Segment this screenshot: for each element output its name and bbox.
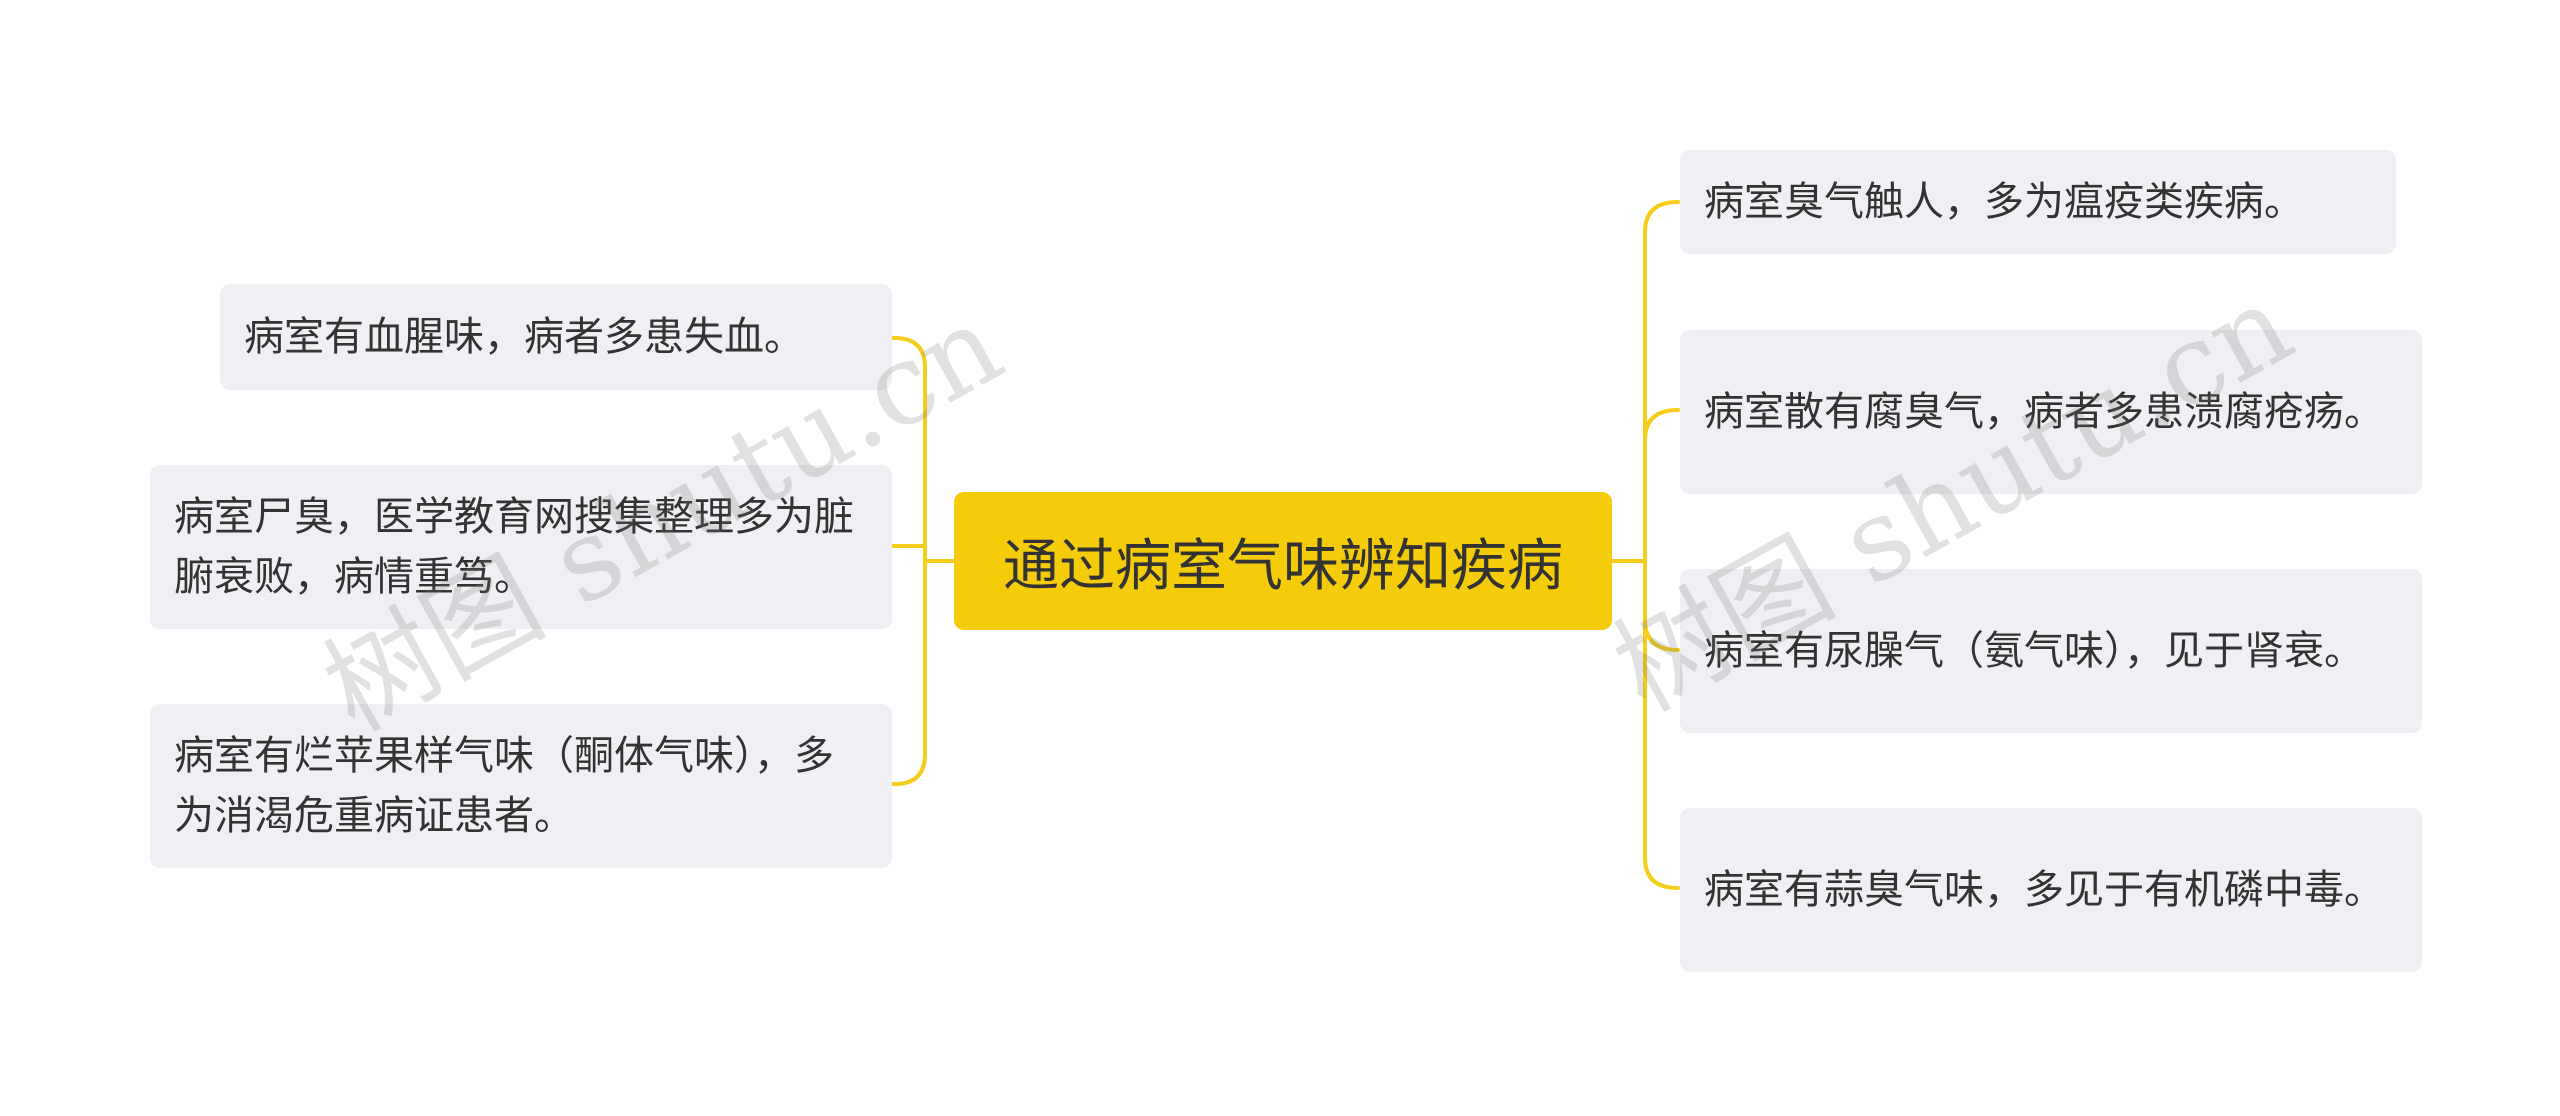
right-node-2-text: 病室散有腐臭气，病者多患溃腐疮疡。 bbox=[1704, 389, 2384, 435]
root-title: 通过病室气味辨知疾病 bbox=[1003, 533, 1563, 599]
left-node-1[interactable]: 病室有血腥味，病者多患失血。 bbox=[220, 284, 892, 390]
right-node-2[interactable]: 病室散有腐臭气，病者多患溃腐疮疡。 bbox=[1680, 330, 2422, 494]
left-node-2[interactable]: 病室尸臭，医学教育网搜集整理多为脏腑衰败，病情重笃。 bbox=[150, 465, 892, 629]
left-node-2-text: 病室尸臭，医学教育网搜集整理多为脏腑衰败，病情重笃。 bbox=[174, 494, 854, 600]
connector-right-3 bbox=[1643, 618, 1680, 652]
left-node-1-text: 病室有血腥味，病者多患失血。 bbox=[244, 314, 804, 360]
left-node-3[interactable]: 病室有烂苹果样气味（酮体气味），多为消渴危重病证患者。 bbox=[150, 704, 892, 868]
root-node[interactable]: 通过病室气味辨知疾病 bbox=[954, 492, 1612, 630]
right-node-4[interactable]: 病室有蒜臭气味，多见于有机磷中毒。 bbox=[1680, 808, 2422, 972]
left-node-3-text: 病室有烂苹果样气味（酮体气味），多为消渴危重病证患者。 bbox=[174, 733, 834, 839]
connector-right-trunk bbox=[1643, 200, 1680, 890]
right-node-3-text: 病室有尿臊气（氨气味），见于肾衰。 bbox=[1704, 628, 2364, 674]
right-node-3[interactable]: 病室有尿臊气（氨气味），见于肾衰。 bbox=[1680, 569, 2422, 733]
right-node-4-text: 病室有蒜臭气味，多见于有机磷中毒。 bbox=[1704, 867, 2384, 913]
right-node-1[interactable]: 病室臭气触人，多为瘟疫类疾病。 bbox=[1680, 150, 2396, 254]
right-node-1-text: 病室臭气触人，多为瘟疫类疾病。 bbox=[1704, 179, 2304, 225]
connector-left-trunk bbox=[893, 336, 927, 786]
connector-right-2 bbox=[1643, 408, 1680, 442]
